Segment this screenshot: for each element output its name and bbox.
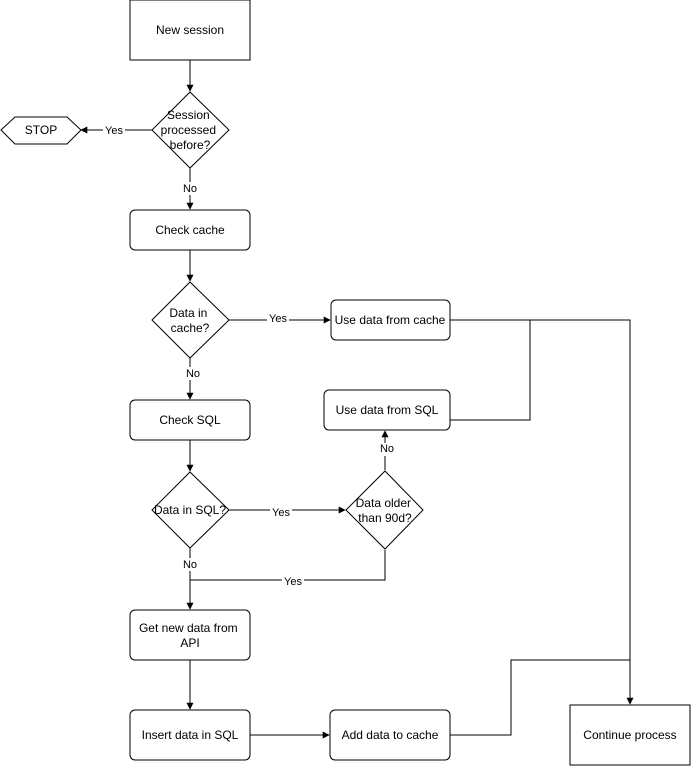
node-data-in-cache (151, 281, 230, 359)
label-sql-yes: Yes (272, 507, 290, 519)
label-older-no: No (380, 443, 394, 455)
node-check-sql (129, 399, 251, 441)
text-check-sql: Check SQL (159, 413, 221, 427)
node-new-session (129, 0, 251, 61)
edge-use-sql-to-continue (450, 320, 531, 421)
node-use-sql (323, 389, 451, 431)
node-data-older (345, 470, 424, 550)
text-stop: STOP (25, 123, 57, 137)
node-check-cache (129, 209, 251, 251)
label-processed-yes: Yes (105, 125, 123, 137)
text-use-sql: Use data from SQL (336, 403, 439, 417)
edge-add-cache-to-continue (450, 659, 630, 736)
text-add-cache: Add data to cache (342, 728, 439, 742)
label-cache-yes: Yes (269, 313, 287, 325)
text-data-older: Data older than 90d? (356, 496, 415, 525)
label-sql-no: No (183, 559, 197, 571)
node-session-processed (151, 91, 230, 169)
node-continue (569, 704, 691, 766)
label-processed-no: No (183, 183, 197, 195)
text-session-processed: Session processed before? (161, 108, 220, 152)
node-data-in-sql (151, 471, 230, 549)
node-get-api (129, 609, 251, 661)
text-get-api: Get new data from API (139, 621, 241, 650)
text-new-session: New session (156, 23, 224, 37)
text-data-in-sql: Data in SQL? (154, 503, 226, 517)
edge-use-cache-to-continue (450, 319, 634, 705)
text-check-cache: Check cache (155, 223, 225, 237)
node-add-cache (329, 709, 451, 761)
node-insert-sql (129, 709, 251, 761)
text-use-cache: Use data from cache (335, 313, 446, 327)
text-data-in-cache: Data in cache? (169, 306, 210, 335)
node-stop (0, 116, 82, 145)
label-cache-no: No (186, 368, 200, 380)
text-insert-sql: Insert data in SQL (142, 728, 239, 742)
edge-data-older-to-get-api (190, 550, 386, 581)
text-continue: Continue process (583, 728, 676, 742)
label-older-yes: Yes (284, 576, 302, 588)
edge-labels: Yes No Yes No Yes No No Yes (103, 124, 396, 588)
node-use-cache (330, 299, 451, 341)
